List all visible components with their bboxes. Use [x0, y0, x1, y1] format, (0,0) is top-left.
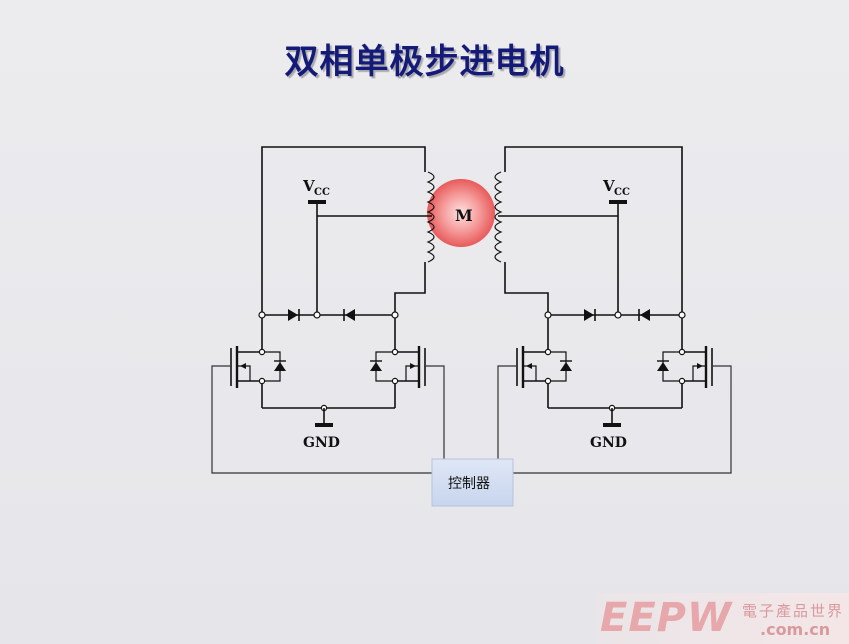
svg-text:CC: CC [614, 187, 630, 198]
right-vcc-label: V CC [602, 177, 630, 198]
left-bridge [230, 146, 432, 427]
watermark-brand: 電子產品世界 [742, 602, 845, 620]
slide-title: 双相单极步进电机 [284, 42, 565, 82]
stepper-motor: M [427, 179, 495, 247]
controller-wiring [211, 365, 732, 474]
right-winding [494, 171, 503, 263]
controller-label: 控制器 [448, 476, 490, 492]
watermark-background [596, 593, 849, 644]
watermark-logo: EEPW [600, 595, 733, 641]
watermark-url: .com.cn [760, 620, 831, 639]
motor-label: M [455, 206, 473, 225]
svg-text:V: V [302, 177, 315, 195]
svg-text:V: V [602, 177, 615, 195]
right-gnd-label: GND [590, 435, 627, 451]
right-bridge [498, 146, 713, 427]
left-vcc-label: V CC [302, 177, 330, 198]
svg-text:CC: CC [314, 187, 330, 198]
motor-rotor [427, 179, 495, 247]
left-gnd-label: GND [303, 435, 340, 451]
controller-box [431, 458, 514, 507]
left-winding [426, 171, 435, 263]
